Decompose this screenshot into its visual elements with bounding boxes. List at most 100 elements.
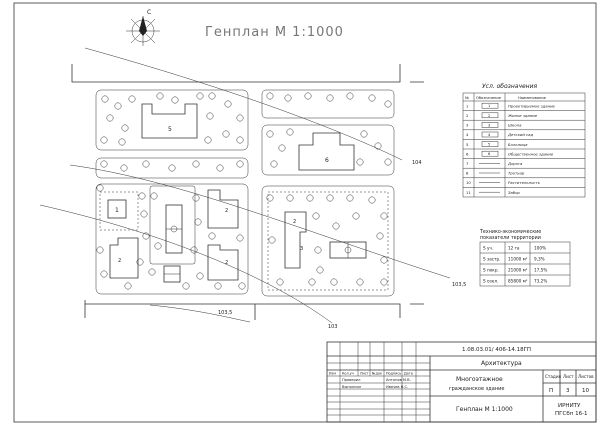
legend-row-no: 7 xyxy=(466,161,469,166)
tree xyxy=(314,246,322,254)
legend-row-no: 5 xyxy=(466,142,469,147)
tree xyxy=(206,112,214,120)
contour-lines xyxy=(39,47,451,324)
tree xyxy=(308,278,316,286)
stamp-object-1: Многоэтажное xyxy=(456,376,503,383)
stamp-org-2: ПГСбп 16-1 xyxy=(555,411,588,417)
legend-row-no: 11 xyxy=(466,190,471,195)
indicators-table xyxy=(479,241,571,287)
tree xyxy=(196,272,204,280)
indicator-percent: 9,3% xyxy=(534,256,545,261)
legend-table xyxy=(462,92,586,198)
stamp-name-1: Антонов М.В. xyxy=(386,378,411,382)
contour-label-4: 103 xyxy=(328,324,338,330)
legend-header-name: Наименование xyxy=(518,96,547,100)
tree xyxy=(100,160,108,168)
tree xyxy=(276,278,284,286)
stamp-sheet-value: 3 xyxy=(566,388,570,394)
tree xyxy=(356,158,364,166)
tree xyxy=(222,130,230,138)
tree xyxy=(346,92,354,100)
tree xyxy=(332,222,340,230)
legend-row-no: 4 xyxy=(466,132,469,137)
tree xyxy=(270,160,278,168)
fence-right xyxy=(267,191,389,291)
tree xyxy=(312,212,320,220)
tree xyxy=(266,130,274,138)
contour-label-2: 103,5 xyxy=(452,282,466,288)
legend-row-no: 3 xyxy=(466,123,469,128)
tree xyxy=(346,194,354,202)
legend-row-no: 2 xyxy=(466,113,469,118)
legend-row-name: Общественное здание xyxy=(508,151,554,156)
tree xyxy=(304,92,312,100)
tree xyxy=(150,192,158,200)
stamp-stage-label: Стадия xyxy=(545,374,562,379)
stamp-role-1: Проверил xyxy=(342,378,360,382)
building-6-label: 6 xyxy=(325,157,329,164)
legend-row-symbol: 5 xyxy=(488,143,490,147)
tree xyxy=(360,130,368,138)
tree xyxy=(236,114,244,122)
indicator-value: 85800 м² xyxy=(508,278,528,283)
stamp-sheets-label: Листов xyxy=(578,374,594,379)
building-2b-label: 2 xyxy=(225,208,228,214)
tree xyxy=(194,218,202,226)
tree xyxy=(168,164,176,172)
block-right-upper xyxy=(261,124,395,176)
building-2b xyxy=(207,189,239,229)
tree xyxy=(156,92,164,100)
block-bottom-right xyxy=(261,185,395,297)
legend-row-name: Тротуар xyxy=(508,171,525,176)
tree xyxy=(374,142,382,150)
tree xyxy=(182,282,190,290)
stamp-sheet-label: Лист xyxy=(563,374,574,379)
tree xyxy=(286,194,294,202)
tree xyxy=(142,232,150,240)
legend-row-no: 10 xyxy=(466,180,471,185)
trees xyxy=(96,92,392,290)
tree xyxy=(140,210,148,218)
block-top-left xyxy=(95,89,249,151)
indicators-title-1: Технико-экономические xyxy=(479,229,541,235)
legend-title: Усл. обозначения xyxy=(482,83,537,90)
indicator-percent: 17,5% xyxy=(534,267,547,272)
tree xyxy=(380,278,388,286)
plan-title: Генплан М 1:1000 xyxy=(205,25,344,40)
school-yard xyxy=(149,185,196,265)
tree xyxy=(286,128,294,136)
tree xyxy=(96,184,104,192)
tree xyxy=(171,96,179,104)
building-5 xyxy=(141,103,198,139)
indicator-percent: 73,2% xyxy=(534,278,547,283)
indicator-name: S покр. xyxy=(483,267,499,272)
tree xyxy=(106,114,114,122)
tree xyxy=(316,266,324,274)
tree xyxy=(384,100,392,108)
building-2d-label: 2 xyxy=(293,219,296,225)
tree xyxy=(138,192,146,200)
stamp-sheet-title: Генплан М 1:1000 xyxy=(456,406,513,413)
legend-symbol-box xyxy=(481,131,499,138)
block-middle-strip xyxy=(95,157,249,179)
roads xyxy=(71,64,424,320)
legend-header-symbol: Обозначение xyxy=(476,96,502,100)
legend-row-symbol: 6 xyxy=(488,152,491,156)
stamp-col-header: Дата xyxy=(404,372,413,376)
legend-row-name: Растительность xyxy=(508,180,540,185)
tree xyxy=(376,232,384,240)
stamp-col-header: Лист xyxy=(360,372,369,376)
tree xyxy=(204,136,212,144)
stamp-col-header: Изм xyxy=(329,372,336,376)
stamp-sheets-value: 10 xyxy=(582,388,589,394)
legend-symbol-box xyxy=(481,122,499,128)
indicators-title-2: показатели территории xyxy=(480,236,541,241)
legend-row-no: 6 xyxy=(466,151,469,156)
legend-row-symbol: 1 xyxy=(488,104,490,108)
stamp-section: Архитектура xyxy=(481,360,522,367)
legend-row-no: 8 xyxy=(466,171,469,176)
tree xyxy=(356,278,364,286)
tree xyxy=(142,160,150,168)
